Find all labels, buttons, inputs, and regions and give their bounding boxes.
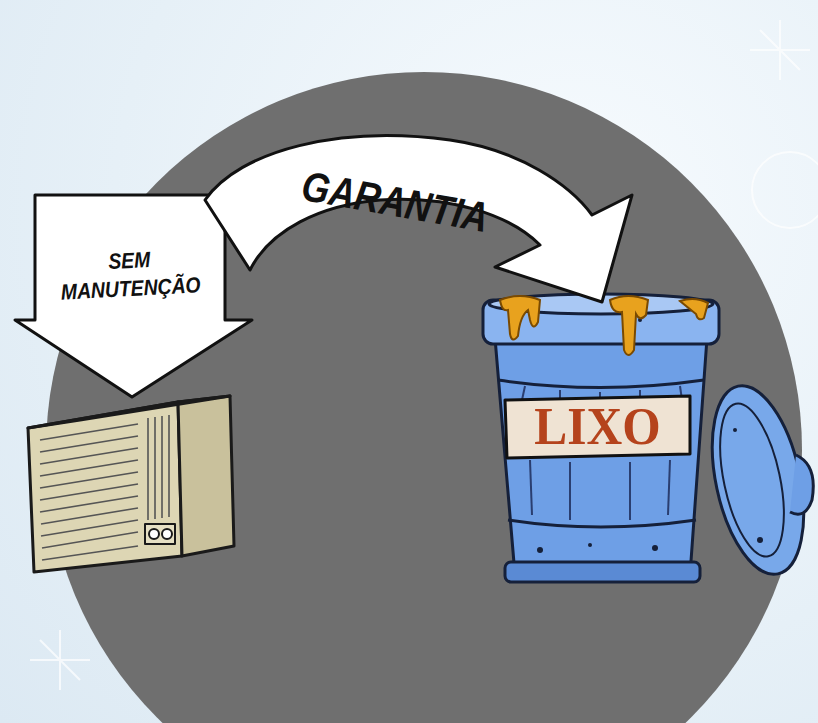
background-circle xyxy=(46,72,802,723)
down-arrow-path xyxy=(15,195,252,397)
curved-arrow: GARANTIA xyxy=(200,120,640,310)
trash-can xyxy=(483,294,818,583)
label-band-path xyxy=(505,396,690,458)
node-label: SEM MANUTENÇÃO xyxy=(49,243,210,307)
air-conditioner xyxy=(28,396,234,572)
goo-drips xyxy=(500,296,708,355)
node-label: LIXO xyxy=(510,398,686,456)
label-band: LIXO xyxy=(505,396,690,458)
curved-arrow-path xyxy=(205,136,632,302)
down-arrow: SEM MANUTENÇÃO xyxy=(15,195,255,400)
